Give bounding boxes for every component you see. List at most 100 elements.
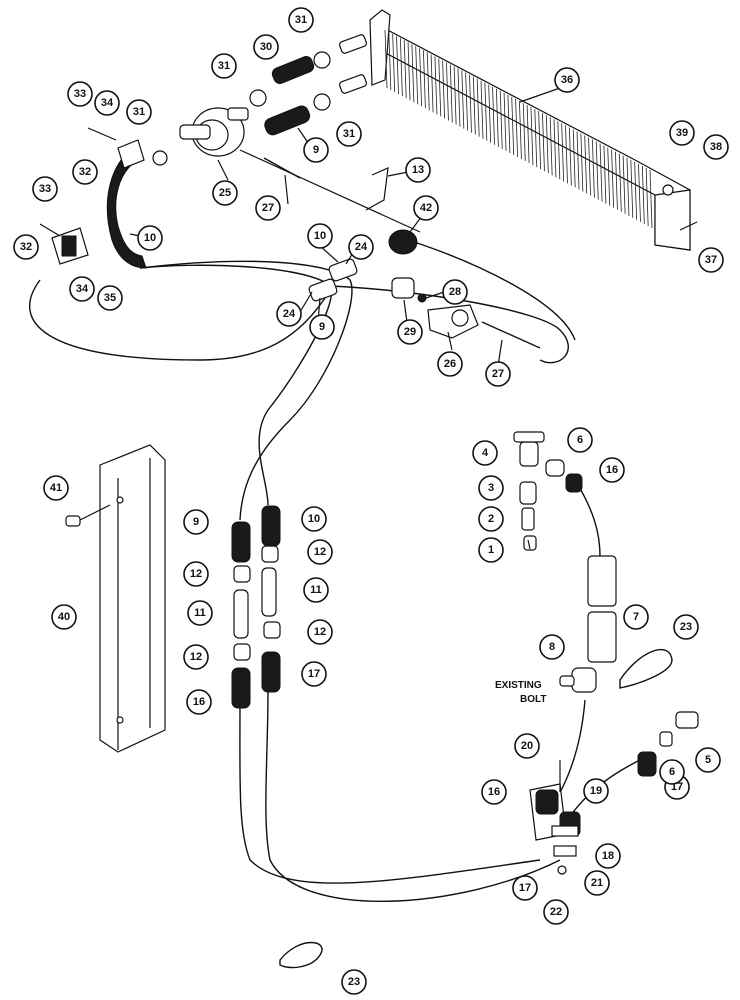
callout-number: 36 bbox=[561, 74, 573, 86]
callout-c23a: 23 bbox=[673, 614, 699, 640]
callout-c30: 30 bbox=[253, 34, 279, 60]
callout-number: 4 bbox=[482, 447, 489, 459]
callout-number: 6 bbox=[577, 434, 583, 446]
callout-number: 37 bbox=[705, 254, 717, 266]
callout-c18: 18 bbox=[595, 843, 621, 869]
callout-number: 34 bbox=[101, 97, 114, 109]
callout-number: 10 bbox=[308, 513, 320, 525]
callout-number: 40 bbox=[58, 611, 70, 623]
callout-number: 3 bbox=[488, 482, 494, 494]
callout-number: 21 bbox=[591, 877, 603, 889]
callout-c31a: 31 bbox=[288, 7, 314, 33]
callout-c25: 25 bbox=[212, 180, 238, 206]
callout-number: 10 bbox=[144, 232, 156, 244]
callout-c27b: 27 bbox=[485, 361, 511, 387]
washer-28 bbox=[417, 293, 427, 303]
callout-c12c: 12 bbox=[307, 619, 333, 645]
tie-23-upper bbox=[619, 649, 673, 689]
callout-c27a: 27 bbox=[255, 195, 281, 221]
rod-27 bbox=[481, 321, 541, 349]
callout-c13: 13 bbox=[405, 157, 431, 183]
callout-c33a: 33 bbox=[67, 81, 93, 107]
callout-number: 42 bbox=[420, 202, 432, 214]
callout-c10c: 10 bbox=[301, 506, 327, 532]
callout-c41: 41 bbox=[43, 475, 69, 501]
callout-number: 11 bbox=[194, 607, 206, 619]
callout-c19: 19 bbox=[583, 778, 609, 804]
callout-c9c: 9 bbox=[183, 509, 209, 535]
callout-c11b: 11 bbox=[187, 600, 213, 626]
lower-clip-bracket bbox=[529, 760, 581, 875]
existing-bolt-label: EXISTING bbox=[495, 680, 542, 691]
callout-number: 12 bbox=[190, 651, 202, 663]
callout-number: 31 bbox=[133, 106, 145, 118]
callout-c3: 3 bbox=[478, 475, 504, 501]
callout-c31b: 31 bbox=[211, 53, 237, 79]
callout-number: 8 bbox=[549, 641, 555, 653]
callout-number: 7 bbox=[633, 611, 639, 623]
callout-c40: 40 bbox=[51, 604, 77, 630]
callout-c16c: 16 bbox=[481, 779, 507, 805]
callout-c11a: 11 bbox=[303, 577, 329, 603]
callout-number: 17 bbox=[308, 668, 320, 680]
callout-number: 9 bbox=[193, 516, 199, 528]
callout-number: 11 bbox=[310, 584, 322, 596]
grommet-42 bbox=[388, 229, 418, 255]
callout-number: 27 bbox=[492, 368, 504, 380]
callout-c8: 8 bbox=[539, 634, 565, 660]
callout-number: 17 bbox=[519, 882, 531, 894]
callout-number: 31 bbox=[343, 128, 355, 140]
bracket-32-upper bbox=[117, 139, 145, 169]
callout-number: 24 bbox=[283, 308, 296, 320]
callout-number: 10 bbox=[314, 230, 326, 242]
callout-number: 20 bbox=[521, 740, 533, 752]
callout-number: 2 bbox=[488, 513, 494, 525]
heater-core-pipes bbox=[338, 34, 368, 94]
callout-number: 35 bbox=[104, 292, 116, 304]
callout-number: 29 bbox=[404, 326, 416, 338]
callout-number: 19 bbox=[590, 785, 602, 797]
callout-c39: 39 bbox=[669, 120, 695, 146]
callout-c37: 37 bbox=[698, 247, 724, 273]
left-hose-stack bbox=[231, 505, 281, 709]
existing-bolt-label-2: BOLT bbox=[520, 694, 546, 705]
callout-c9a: 9 bbox=[303, 137, 329, 163]
callout-c32b: 32 bbox=[13, 234, 39, 260]
callout-c6b: 6 bbox=[659, 759, 685, 785]
callout-number: 33 bbox=[39, 183, 51, 195]
callout-number: 38 bbox=[710, 141, 722, 153]
callout-number: 13 bbox=[412, 164, 424, 176]
callout-c10a: 10 bbox=[137, 225, 163, 251]
callout-c26: 26 bbox=[437, 351, 463, 377]
callout-c16b: 16 bbox=[186, 689, 212, 715]
callout-c28: 28 bbox=[442, 279, 468, 305]
callout-number: 32 bbox=[79, 166, 91, 178]
callout-number: 28 bbox=[449, 286, 461, 298]
callout-number: 31 bbox=[295, 14, 307, 26]
fitting-5 bbox=[675, 711, 699, 729]
callout-number: 30 bbox=[260, 41, 272, 53]
callout-number: 33 bbox=[74, 88, 86, 100]
clip-13 bbox=[365, 167, 389, 211]
callout-number: 12 bbox=[190, 568, 202, 580]
callout-c22: 22 bbox=[543, 899, 569, 925]
coil-7 bbox=[587, 555, 617, 663]
callout-number: 12 bbox=[314, 626, 326, 638]
callout-c31c: 31 bbox=[126, 99, 152, 125]
callout-c38: 38 bbox=[703, 134, 729, 160]
callout-number: 18 bbox=[602, 850, 614, 862]
callout-number: 27 bbox=[262, 202, 274, 214]
valve-lever-26 bbox=[427, 304, 479, 339]
callout-c36: 36 bbox=[554, 67, 580, 93]
callout-number: 26 bbox=[444, 358, 456, 370]
callout-number: 41 bbox=[50, 482, 62, 494]
callout-c23b: 23 bbox=[341, 969, 367, 995]
fittings-24 bbox=[308, 258, 358, 302]
water-valve bbox=[179, 107, 249, 157]
callout-c32a: 32 bbox=[72, 159, 98, 185]
callout-c31d: 31 bbox=[336, 121, 362, 147]
callout-c1: 1 bbox=[478, 537, 504, 563]
bracket-40 bbox=[99, 444, 166, 753]
callout-c17c: 17 bbox=[512, 875, 538, 901]
